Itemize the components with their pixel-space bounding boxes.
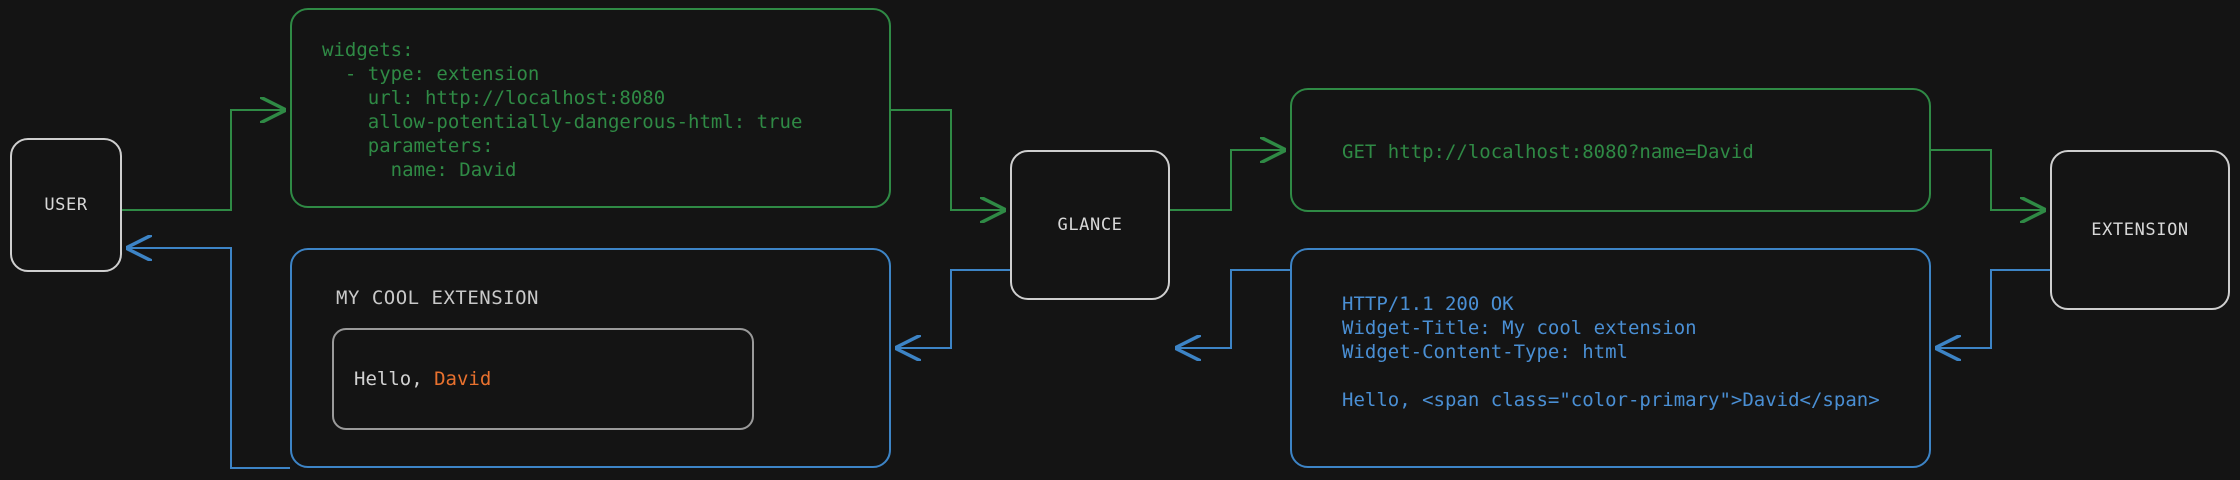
widget-greeting-prefix: Hello, [354,368,435,390]
box-config-yaml[interactable]: widgets: - type: extension url: http://l… [290,8,891,208]
widget-greeting-name: David [434,368,492,390]
widget-preview-content-frame: Hello, David [332,328,754,430]
connector-glance-to-preview [897,269,1010,348]
box-http-request[interactable]: GET http://localhost:8080?name=David [1290,88,1931,212]
connector-extension-to-response [1937,269,2050,348]
widget-preview-title: MY COOL EXTENSION [336,287,539,309]
connector-request-to-extension [1931,149,2044,210]
config-yaml-text: widgets: - type: extension url: http://l… [322,39,803,181]
http-response-text: HTTP/1.1 200 OK Widget-Title: My cool ex… [1342,293,1880,411]
node-extension[interactable]: EXTENSION [2050,150,2230,310]
node-glance[interactable]: GLANCE [1010,150,1170,300]
connector-preview-to-user [128,248,290,469]
node-extension-label: EXTENSION [2091,220,2189,240]
node-user-label: USER [44,195,88,215]
connector-response-to-glance [1177,269,1290,348]
widget-greeting-text: Hello, David [334,368,491,390]
box-http-response[interactable]: HTTP/1.1 200 OK Widget-Title: My cool ex… [1290,248,1931,468]
node-user[interactable]: USER [10,138,122,272]
connector-config-to-glance [891,109,1004,210]
node-glance-label: GLANCE [1057,215,1123,235]
box-widget-preview[interactable]: MY COOL EXTENSION Hello, David [290,248,891,468]
connector-glance-to-request [1170,150,1284,211]
http-request-text: GET http://localhost:8080?name=David [1342,141,1754,163]
connector-user-to-config [122,110,284,211]
